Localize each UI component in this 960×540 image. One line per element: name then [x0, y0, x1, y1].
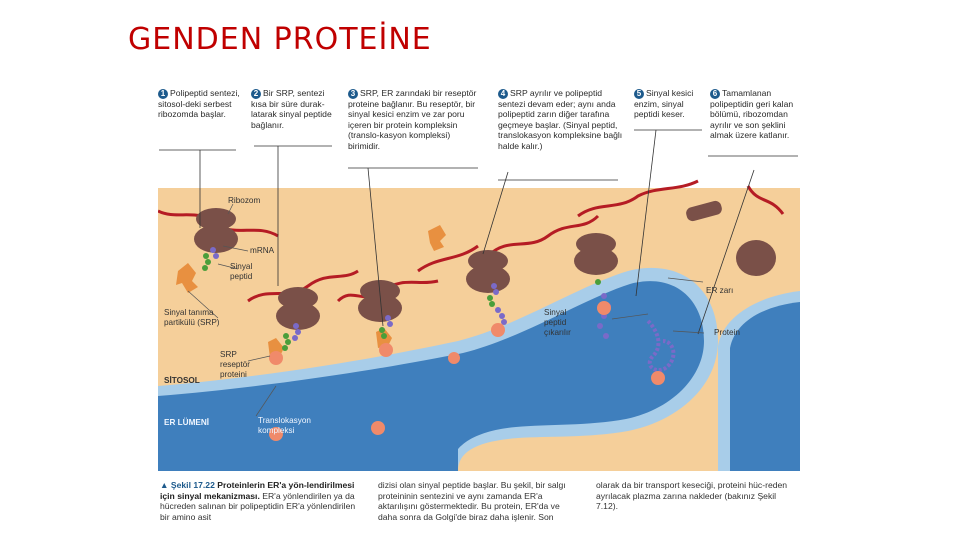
label-protein: Protein — [714, 328, 740, 338]
label-sinyal-peptid: Sinyal peptid — [230, 262, 270, 282]
label-srp: Sinyal tanıma partikülü (SRP) — [164, 308, 224, 328]
er-lumen-right — [730, 302, 800, 471]
figure-tag: ▲ Şekil 17.22 — [160, 480, 215, 490]
label-sinyal-peptid-cikarilir: Sinyal peptid çıkarılır — [544, 308, 588, 338]
label-mrna: mRNA — [250, 246, 274, 256]
label-translokasyon: Translokasyon kompleksi — [258, 416, 328, 436]
label-er-zari: ER zarı — [706, 286, 733, 296]
figure-caption-col2: dizisi olan sinyal peptide başlar. Bu şe… — [378, 480, 578, 522]
label-ribozom: Ribozom — [228, 196, 260, 206]
page-title: GENDEN PROTEİNE — [128, 22, 432, 57]
figure-caption-col3: olarak da bir transport keseciği, protei… — [596, 480, 796, 512]
label-er-lumeni: ER LÜMENİ — [164, 418, 209, 428]
label-sitosol: SİTOSOL — [164, 376, 200, 386]
figure-caption-col1: ▲ Şekil 17.22 Proteinlerin ER'a yön-lend… — [160, 480, 358, 522]
label-srp-reseptor: SRP reseptör proteini — [220, 350, 260, 380]
diagram-canvas — [158, 86, 800, 536]
